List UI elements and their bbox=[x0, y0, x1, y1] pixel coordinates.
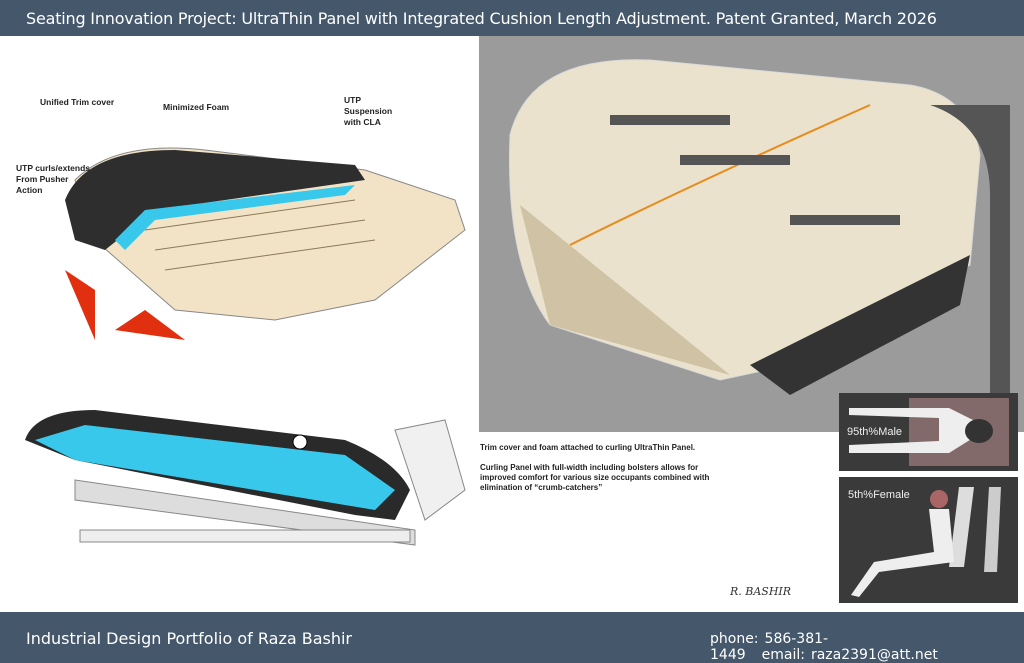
signature: R. BASHIR bbox=[730, 585, 792, 598]
seat-transparent-render bbox=[509, 59, 1010, 405]
portfolio-name: Industrial Design Portfolio of Raza Bash… bbox=[26, 629, 353, 648]
callout-trim-cover: Unified Trim cover bbox=[40, 97, 115, 107]
label-95th-male: 95th%Male bbox=[847, 426, 903, 438]
female-occupant-sideview bbox=[851, 487, 1001, 597]
callout-utp-curls: UTP curls/extends From Pusher Action bbox=[16, 163, 91, 195]
page-title: Seating Innovation Project: UltraThin Pa… bbox=[0, 0, 1024, 36]
phone-label: phone: bbox=[710, 631, 759, 647]
seat-cutaway-illustration bbox=[65, 147, 466, 340]
note-attachment: Trim cover and foam attached to curling … bbox=[480, 443, 696, 452]
phone-number: 586-381-1449 bbox=[710, 631, 829, 663]
male-occupant-topview bbox=[849, 398, 1009, 466]
thumbnail-95th-male: 95th%Male bbox=[839, 393, 1018, 471]
email-label: email: bbox=[761, 647, 805, 663]
footer: Industrial Design Portfolio of Raza Bash… bbox=[0, 612, 1024, 663]
callout-minimized-foam: Minimized Foam bbox=[163, 102, 230, 112]
note-curling-panel: Curling Panel with full-width including … bbox=[480, 463, 710, 492]
description-notes: Trim cover and foam attached to curling … bbox=[480, 443, 710, 503]
callout-utp-suspension: UTP Suspension with CLA bbox=[344, 95, 393, 127]
email-address: raza2391@att.net bbox=[810, 647, 938, 663]
thumbnail-5th-female: 5th%Female bbox=[839, 477, 1018, 603]
seat-side-view-illustration bbox=[25, 410, 466, 546]
label-5th-female: 5th%Female bbox=[848, 489, 910, 501]
